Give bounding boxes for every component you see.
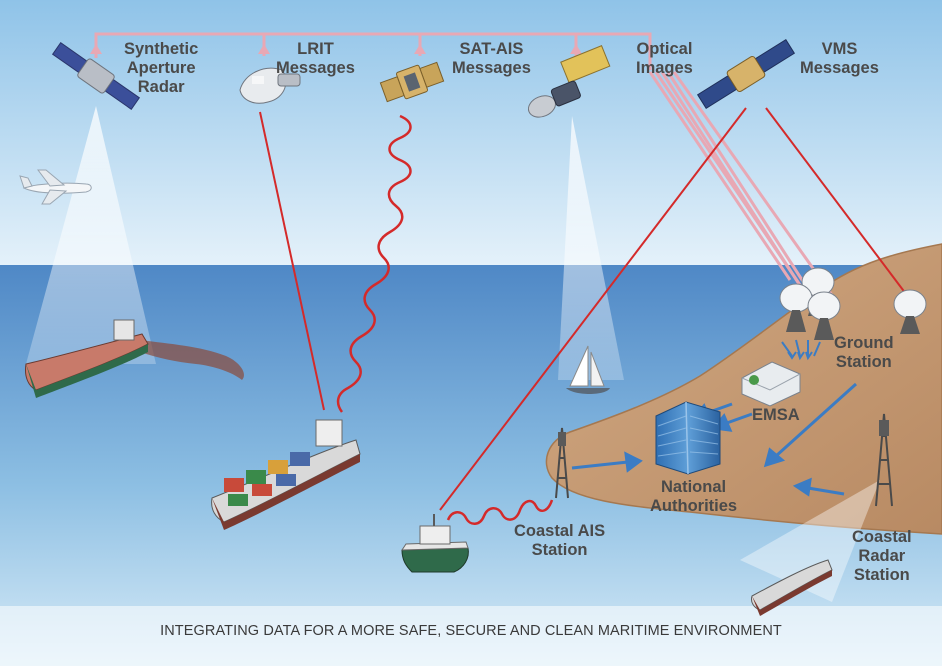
coastal-ais-wave: [446, 499, 554, 525]
signal-links: [259, 107, 907, 511]
antenna-tower-icon: [875, 413, 893, 507]
container-ship-icon: [211, 419, 361, 530]
label-optical-images: Optical Images: [636, 40, 693, 77]
tanker-ship-icon: [25, 319, 149, 398]
coastal-radar-beam: [740, 480, 880, 602]
radar-dish-icon: [807, 291, 841, 340]
label-national-authorities: National Authorities: [650, 478, 738, 515]
satellite-icon: [696, 38, 796, 110]
sat-ais-wave: [336, 114, 412, 413]
sar-beam: [26, 106, 156, 364]
label-coastal-ais-station: Coastal AIS Station: [514, 522, 606, 559]
footer-band: [0, 606, 942, 666]
label-lrit-messages: LRIT Messages: [276, 40, 355, 77]
sailboat-icon: [566, 345, 610, 394]
label-emsa: EMSA: [752, 406, 800, 424]
satellite-icon: [51, 42, 141, 110]
airplane-icon: [19, 169, 92, 205]
antenna-tower-icon: [555, 427, 569, 499]
satellite-icon: [379, 61, 445, 103]
patrol-boat-icon: [401, 514, 469, 573]
satellite-icon: [239, 67, 301, 104]
ground-to-emsa-arrows: [781, 339, 821, 361]
building-icon: [655, 401, 721, 475]
oil-spill-icon: [140, 340, 245, 380]
label-ground-station: Ground Station: [834, 334, 894, 371]
coastal-ship-icon: [751, 559, 833, 616]
relay-up-arrows: [90, 44, 582, 54]
radar-dish-icon: [893, 289, 927, 334]
label-sat-ais-messages: SAT-AIS Messages: [452, 40, 531, 77]
footer-caption: INTEGRATING DATA FOR A MORE SAFE, SECURE…: [160, 623, 782, 639]
emsa-building-icon: [741, 361, 801, 407]
optical-beam: [558, 116, 624, 380]
label-coastal-radar-station: Coastal Radar Station: [852, 528, 912, 584]
label-synthetic-aperture-radar: Synthetic Aperture Radar: [124, 40, 199, 96]
satellite-icon: [527, 45, 611, 118]
radar-dish-icon: [779, 283, 813, 332]
label-vms-messages: VMS Messages: [800, 40, 879, 77]
